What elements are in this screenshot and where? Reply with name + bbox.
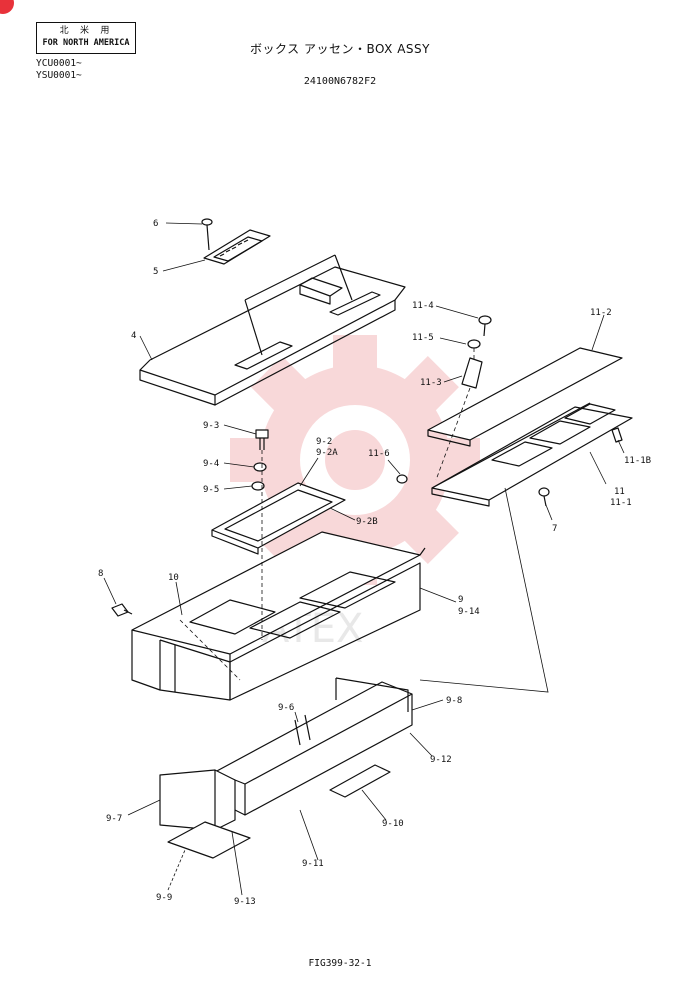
callout-11-4: 11-4 [412, 301, 434, 311]
part-11-4-screw [478, 315, 492, 337]
callout-11-1b: 11-1B [624, 456, 651, 466]
callout-11-2: 11-2 [590, 308, 612, 318]
serial-ysu: YSU0001~ [36, 70, 82, 81]
callout-8: 8 [98, 569, 103, 579]
callout-11-5: 11-5 [412, 333, 434, 343]
callout-10: 10 [168, 573, 179, 583]
callout-9-2: 9-2 [316, 437, 332, 447]
serial-ycu: YCU0001~ [36, 58, 82, 69]
callout-9-7: 9-7 [106, 814, 122, 824]
callout-11-6: 11-6 [368, 449, 390, 459]
region-box: 北 米 用 FOR NORTH AMERICA [36, 22, 136, 54]
part-9-10-plate [329, 764, 391, 798]
callout-9-10: 9-10 [382, 819, 404, 829]
part-9-9-plate [167, 821, 251, 859]
callout-11-1: 11-1 [610, 498, 632, 508]
part-number: 24100N6782F2 [303, 76, 377, 87]
part-11-5-washer [467, 339, 481, 349]
corner-badge [0, 0, 14, 14]
callout-9-5: 9-5 [203, 485, 219, 495]
callout-5: 5 [153, 267, 158, 277]
part-7-screw [538, 487, 550, 507]
figure-id: FIG399-32-1 [308, 958, 372, 969]
callout-9: 9 [458, 595, 463, 605]
part-11-frame [431, 402, 633, 507]
part-5-switch [203, 229, 271, 265]
callout-9-12: 9-12 [430, 755, 452, 765]
leader-lines [103, 222, 625, 896]
region-label-en: FOR NORTH AMERICA [42, 38, 130, 48]
part-6-screw [201, 218, 213, 251]
callout-9-3: 9-3 [203, 421, 219, 431]
callout-9-8: 9-8 [446, 696, 462, 706]
region-label-jp: 北 米 用 [59, 26, 113, 36]
part-9-12-tray [214, 677, 413, 816]
part-9-2-plate [211, 482, 346, 555]
callout-9-11: 9-11 [302, 859, 324, 869]
callout-11: 11 [614, 487, 625, 497]
callout-9-14: 9-14 [458, 607, 480, 617]
callout-9-2a: 9-2A [316, 448, 338, 458]
part-8-stud [111, 603, 133, 617]
callout-6: 6 [153, 219, 158, 229]
serial-range: YCU0001~ YSU0001~ [36, 58, 82, 82]
part-11-6-nut [396, 474, 408, 484]
part-9-box [131, 531, 426, 701]
callout-9-6: 9-6 [278, 703, 294, 713]
callout-9-13: 9-13 [234, 897, 256, 907]
callout-9-2b: 9-2B [356, 517, 378, 527]
part-9-4-washer [253, 462, 267, 472]
callout-9-4: 9-4 [203, 459, 219, 469]
part-11-2-lid [427, 347, 623, 447]
part-11-3-bracket [461, 357, 483, 389]
part-9-7-endcap [159, 769, 236, 831]
part-4-cover [139, 254, 406, 406]
page-title: ボックス アッセン・BOX ASSY [250, 42, 430, 56]
callout-11-3: 11-3 [420, 378, 442, 388]
callout-7: 7 [552, 524, 557, 534]
callout-4: 4 [131, 331, 136, 341]
callout-9-9: 9-9 [156, 893, 172, 903]
